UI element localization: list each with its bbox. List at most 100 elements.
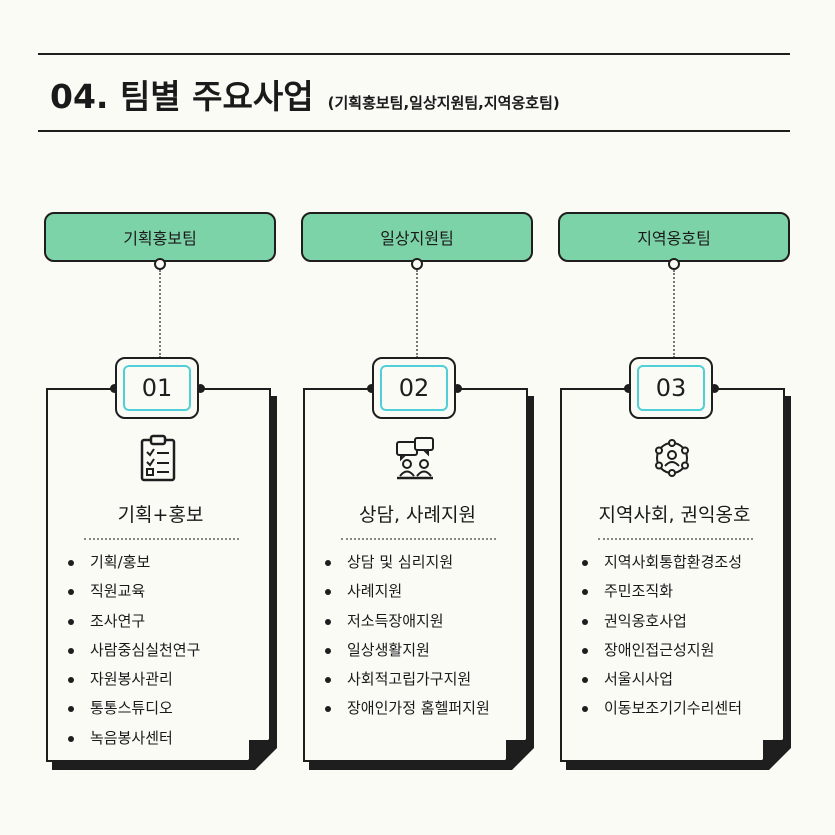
- bullet-icon: [68, 706, 74, 713]
- list-item: 주민조직화: [580, 577, 742, 606]
- list-item-label: 직원교육: [90, 582, 146, 601]
- list-item-label: 조사연구: [90, 611, 146, 630]
- list-item-label: 이동보조기기수리센터: [604, 699, 743, 718]
- team-number: 01: [123, 365, 191, 411]
- list-item: 통통스튜디오: [66, 694, 200, 723]
- list-item: 지역사회통합환경조성: [580, 548, 742, 577]
- consultation-icon: [396, 437, 434, 480]
- clipboard-checklist-icon: [140, 434, 176, 482]
- bullet-icon: [325, 706, 331, 713]
- list-item: 상담 및 심리지원: [323, 548, 490, 577]
- list-item: 저소득장애지원: [323, 607, 490, 636]
- team-heading: 기획+홍보: [117, 504, 204, 526]
- bullet-icon: [325, 618, 331, 625]
- team-column-planning: 기획홍보팀 01 기획+홍보 기획/홍보 직원교육 조사연구 사람중심실천연구 …: [44, 212, 290, 772]
- team-column-daily-support: 일상지원팀 02 상담, 사례지원 상담 및 심리지원 사례지원 저소득장애지원…: [301, 212, 547, 772]
- list-item: 일상생활지원: [323, 636, 490, 665]
- connector-line: [673, 270, 675, 358]
- team-card: [303, 388, 528, 762]
- list-item: 녹음봉사센터: [66, 724, 200, 753]
- list-item: 자원봉사관리: [66, 665, 200, 694]
- number-dot-right: [453, 384, 462, 393]
- team-number-box: 01: [115, 357, 199, 419]
- list-item: 기획/홍보: [66, 548, 200, 577]
- dotted-separator: [598, 538, 753, 540]
- list-item-label: 권익옹호사업: [604, 611, 687, 630]
- bullet-icon: [68, 589, 74, 596]
- connector-line: [416, 270, 418, 358]
- bottom-rule: [38, 130, 790, 132]
- list-item-label: 장애인접근성지원: [604, 640, 715, 659]
- dotted-separator: [341, 538, 496, 540]
- bullet-icon: [68, 618, 74, 625]
- list-item-label: 상담 및 심리지원: [347, 553, 454, 571]
- team-label: 일상지원팀: [301, 212, 533, 262]
- connector-node: [411, 258, 423, 270]
- number-dot-right: [196, 384, 205, 393]
- list-item-label: 자원봉사관리: [90, 670, 173, 689]
- team-heading: 지역사회, 권익옹호: [598, 504, 751, 526]
- list-item-label: 서울시사업: [604, 670, 674, 689]
- list-item: 권익옹호사업: [580, 607, 742, 636]
- connector-node: [154, 258, 166, 270]
- task-list: 지역사회통합환경조성 주민조직화 권익옹호사업 장애인접근성지원 서울시사업 이…: [580, 548, 742, 724]
- connector-node: [668, 258, 680, 270]
- list-item-label: 사회적고립가구지원: [347, 670, 472, 689]
- bullet-icon: [68, 735, 74, 742]
- bullet-icon: [325, 560, 331, 566]
- page-title-sub: (기획홍보팀,일상지원팀,지역옹호팀): [327, 94, 560, 112]
- page-title-main: 04. 팀별 주요사업: [50, 77, 314, 116]
- dotted-separator: [84, 538, 239, 540]
- list-item-label: 장애인가정 홈헬퍼지원: [347, 699, 490, 718]
- team-number: 03: [637, 365, 705, 411]
- team-card: [46, 388, 271, 762]
- bullet-icon: [68, 647, 74, 654]
- page-title: 04. 팀별 주요사업 (기획홍보팀,일상지원팀,지역옹호팀): [50, 70, 560, 120]
- bullet-icon: [582, 589, 588, 596]
- number-dot-left: [110, 384, 119, 393]
- list-item-label: 주민조직화: [604, 582, 674, 601]
- list-item-label: 기획/홍보: [90, 553, 151, 571]
- team-number-box: 02: [372, 357, 456, 419]
- community-network-icon: [655, 439, 689, 477]
- team-number-box: 03: [629, 357, 713, 419]
- number-dot-left: [624, 384, 633, 393]
- bullet-icon: [582, 677, 588, 684]
- bullet-icon: [325, 677, 331, 684]
- bullet-icon: [325, 589, 331, 596]
- list-item-label: 사례지원: [347, 582, 403, 601]
- list-item: 조사연구: [66, 607, 200, 636]
- list-item: 장애인접근성지원: [580, 636, 742, 665]
- task-list: 상담 및 심리지원 사례지원 저소득장애지원 일상생활지원 사회적고립가구지원 …: [323, 548, 490, 724]
- list-item: 사회적고립가구지원: [323, 665, 490, 694]
- list-item: 사람중심실천연구: [66, 636, 200, 665]
- list-item: 이동보조기기수리센터: [580, 694, 742, 723]
- connector-line: [159, 270, 161, 358]
- list-item: 직원교육: [66, 577, 200, 606]
- team-column-community-advocacy: 지역옹호팀 03 지역사회, 권익옹호 지역사회통합환경조성 주민조직화 권익옹…: [558, 212, 804, 772]
- bullet-icon: [68, 560, 74, 566]
- list-item: 서울시사업: [580, 665, 742, 694]
- list-item-label: 사람중심실천연구: [90, 640, 201, 659]
- list-item-label: 통통스튜디오: [90, 699, 173, 718]
- bullet-icon: [582, 647, 588, 654]
- top-rule: [38, 53, 790, 55]
- bullet-icon: [582, 706, 588, 713]
- number-dot-right: [710, 384, 719, 393]
- bullet-icon: [68, 677, 74, 684]
- team-number: 02: [380, 365, 448, 411]
- list-item-label: 녹음봉사센터: [90, 728, 173, 747]
- bullet-icon: [582, 618, 588, 625]
- bullet-icon: [582, 560, 588, 566]
- list-item-label: 일상생활지원: [347, 640, 430, 659]
- list-item: 장애인가정 홈헬퍼지원: [323, 694, 490, 723]
- team-label: 지역옹호팀: [558, 212, 790, 262]
- list-item-label: 저소득장애지원: [347, 611, 444, 630]
- number-dot-left: [367, 384, 376, 393]
- list-item: 사례지원: [323, 577, 490, 606]
- team-heading: 상담, 사례지원: [359, 504, 476, 526]
- task-list: 기획/홍보 직원교육 조사연구 사람중심실천연구 자원봉사관리 통통스튜디오 녹…: [66, 548, 200, 753]
- bullet-icon: [325, 647, 331, 654]
- team-label: 기획홍보팀: [44, 212, 276, 262]
- list-item-label: 지역사회통합환경조성: [604, 553, 743, 571]
